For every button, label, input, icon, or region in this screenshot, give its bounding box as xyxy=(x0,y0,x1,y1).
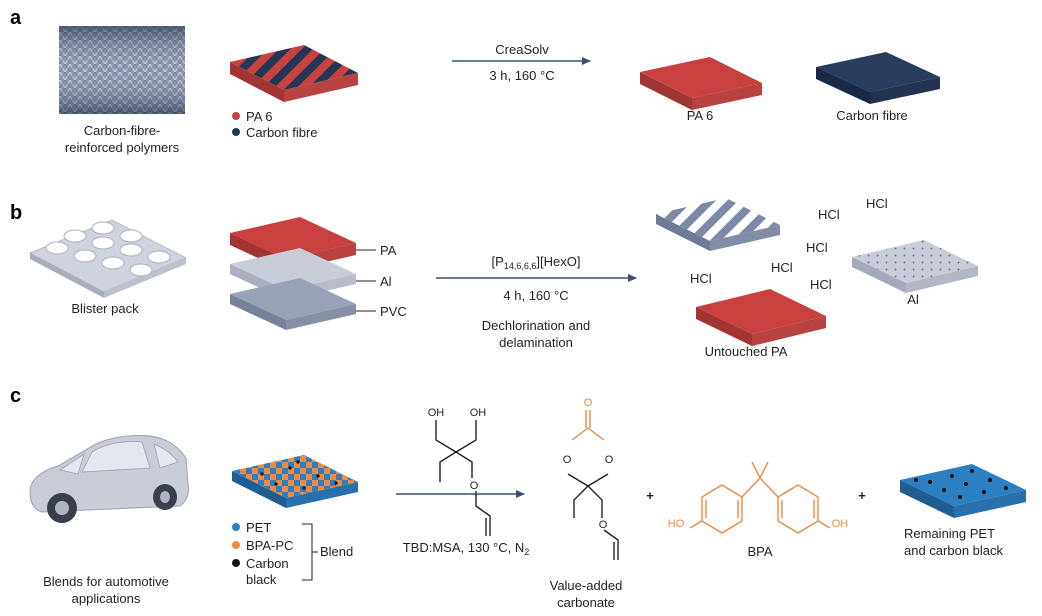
blister-pack-label: Blister pack xyxy=(71,301,139,316)
composite-label-line1: Carbon-fibre- xyxy=(84,123,161,138)
panel-label-b: b xyxy=(10,202,22,224)
carbonate-o-ether: O xyxy=(599,519,608,531)
legend-dot-pa6 xyxy=(232,112,240,120)
panel-b: b Blister pack xyxy=(10,196,978,359)
al-slab xyxy=(852,240,978,293)
layer-label-pvc: PVC xyxy=(380,304,407,319)
carbonate-o-top: O xyxy=(584,397,593,409)
arrow-b-bottom: 4 h, 160 °C xyxy=(503,288,568,303)
oh-2: OH xyxy=(470,407,487,419)
car-label-line1: Blends for automotive xyxy=(43,574,169,589)
oh-1: OH xyxy=(428,407,445,419)
car-image xyxy=(29,435,189,523)
legend-dot-bpa-pc xyxy=(232,541,240,549)
hcl-2: HCl xyxy=(866,196,888,211)
dechlorinated-pvc-slab xyxy=(656,198,780,251)
striped-composite-slab xyxy=(230,45,358,102)
legend-carbon-fibre: Carbon fibre xyxy=(246,125,318,140)
note-line2: delamination xyxy=(499,335,573,350)
legend-pet: PET xyxy=(246,520,271,535)
arrow-a-top: CreaSolv xyxy=(495,42,549,57)
carbonate-o-right: O xyxy=(605,454,614,466)
arrow-a-bottom: 3 h, 160 °C xyxy=(489,68,554,83)
product-al: Al xyxy=(907,292,919,307)
product-untouched-pa: Untouched PA xyxy=(705,344,788,359)
panel-c: c Blends for automotive applications xyxy=(10,385,1026,610)
bpa-ho: HO xyxy=(668,518,685,530)
hcl-5: HCl xyxy=(690,271,712,286)
plus-1: + xyxy=(646,488,654,503)
blister-pack-image xyxy=(28,219,188,298)
arrow-c-conditions: TBD:MSA, 130 °C, N2 xyxy=(403,540,530,557)
remaining-pet-slab xyxy=(900,464,1026,518)
legend-pa6: PA 6 xyxy=(246,109,273,124)
layer-pvc xyxy=(230,278,356,330)
bpa-structure xyxy=(689,461,831,534)
panel-a: a Carbon-fibre- reinforced polymers PA 6… xyxy=(10,7,940,155)
legend-dot-carbon-fibre xyxy=(232,128,240,136)
car-label-line2: applications xyxy=(72,591,141,606)
remaining-label-line1: Remaining PET xyxy=(904,526,995,541)
pa6-slab xyxy=(640,57,762,110)
product-pa6: PA 6 xyxy=(687,108,714,123)
composite-label-line2: reinforced polymers xyxy=(65,140,180,155)
layer-label-pa: PA xyxy=(380,243,397,258)
hcl-6: HCl xyxy=(810,277,832,292)
hcl-3: HCl xyxy=(806,240,828,255)
blend-bracket xyxy=(302,523,318,581)
hcl-1: HCl xyxy=(818,207,840,222)
carbonate-label-line1: Value-added xyxy=(550,578,623,593)
plus-2: + xyxy=(858,488,866,503)
legend-black: black xyxy=(246,572,277,587)
layer-label-al: Al xyxy=(380,274,392,289)
carbon-fibre-slab xyxy=(816,52,940,104)
legend-carbon: Carbon xyxy=(246,556,289,571)
untouched-pa-slab xyxy=(696,289,826,346)
ether-o: O xyxy=(470,480,479,492)
diol-allyl-ether-structure xyxy=(435,420,491,536)
carbon-fibre-weave-image xyxy=(59,26,185,114)
legend-dot-pet xyxy=(232,523,240,531)
cyclic-carbonate-structure xyxy=(567,410,619,560)
bpa-label: BPA xyxy=(747,544,772,559)
product-carbon-fibre: Carbon fibre xyxy=(836,108,908,123)
blend-label: Blend xyxy=(320,544,353,559)
blend-slab xyxy=(232,455,358,508)
legend-dot-carbon-black xyxy=(232,559,240,567)
panel-label-c: c xyxy=(10,385,21,407)
hcl-4: HCl xyxy=(771,260,793,275)
legend-bpa-pc: BPA-PC xyxy=(246,538,293,553)
remaining-label-line2: and carbon black xyxy=(904,543,1004,558)
arrow-b-top: [P14,6,6,6][HexO] xyxy=(492,254,581,271)
note-line1: Dechlorination and xyxy=(482,318,590,333)
bpa-oh: OH xyxy=(832,518,849,530)
carbonate-label-line2: carbonate xyxy=(557,595,615,610)
carbonate-o-left: O xyxy=(563,454,572,466)
panel-label-a: a xyxy=(10,7,22,29)
